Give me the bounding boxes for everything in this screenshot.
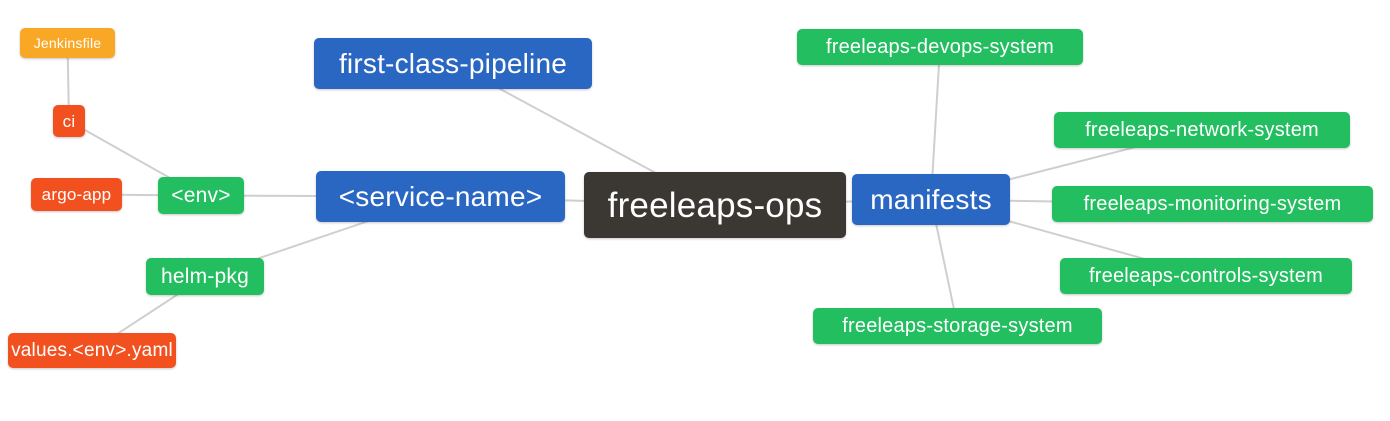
node-freeleaps-monitoring-system[interactable]: freeleaps-monitoring-system [1052, 186, 1373, 222]
node-values-env-yaml[interactable]: values.<env>.yaml [8, 333, 176, 368]
node-freeleaps-ops[interactable]: freeleaps-ops [584, 172, 846, 238]
node-jenkinsfile[interactable]: Jenkinsfile [20, 28, 115, 58]
node-ci[interactable]: ci [53, 105, 85, 137]
node-service-name[interactable]: <service-name> [316, 171, 565, 222]
node-freeleaps-network-system[interactable]: freeleaps-network-system [1054, 112, 1350, 148]
node-env[interactable]: <env> [158, 177, 244, 214]
node-freeleaps-storage-system[interactable]: freeleaps-storage-system [813, 308, 1102, 344]
node-freeleaps-devops-system[interactable]: freeleaps-devops-system [797, 29, 1083, 65]
node-argo-app[interactable]: argo-app [31, 178, 122, 211]
node-first-class-pipeline[interactable]: first-class-pipeline [314, 38, 592, 89]
node-freeleaps-controls-system[interactable]: freeleaps-controls-system [1060, 258, 1352, 294]
node-manifests[interactable]: manifests [852, 174, 1010, 225]
node-helm-pkg[interactable]: helm-pkg [146, 258, 264, 295]
